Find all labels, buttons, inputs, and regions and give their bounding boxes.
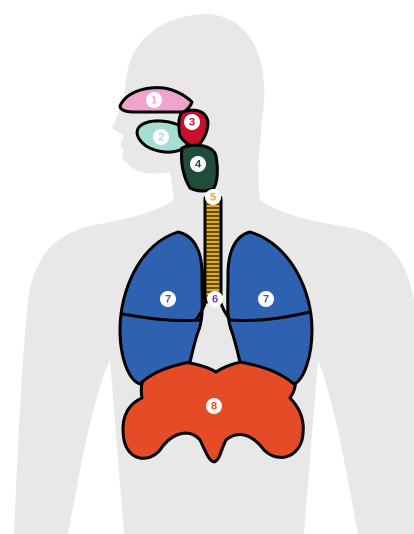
badge-6: 6 <box>207 291 223 307</box>
badge-1: 1 <box>146 92 162 108</box>
badge-3-number: 3 <box>189 117 195 129</box>
badge-4-number: 4 <box>195 159 202 171</box>
badge-7-left: 7 <box>160 291 176 307</box>
badge-7-right: 7 <box>258 291 274 307</box>
badge-8: 8 <box>206 398 222 414</box>
badge-8-number: 8 <box>211 401 217 413</box>
badge-6-number: 6 <box>212 294 218 306</box>
badge-7-right-number: 7 <box>263 294 269 306</box>
badge-5: 5 <box>205 189 221 205</box>
badge-3: 3 <box>184 114 200 130</box>
badge-2: 2 <box>153 129 169 145</box>
badge-5-number: 5 <box>210 192 216 204</box>
badge-2-number: 2 <box>158 132 164 144</box>
badge-7-left-number: 7 <box>165 294 171 306</box>
badge-4: 4 <box>190 156 206 172</box>
badge-1-number: 1 <box>151 95 157 107</box>
